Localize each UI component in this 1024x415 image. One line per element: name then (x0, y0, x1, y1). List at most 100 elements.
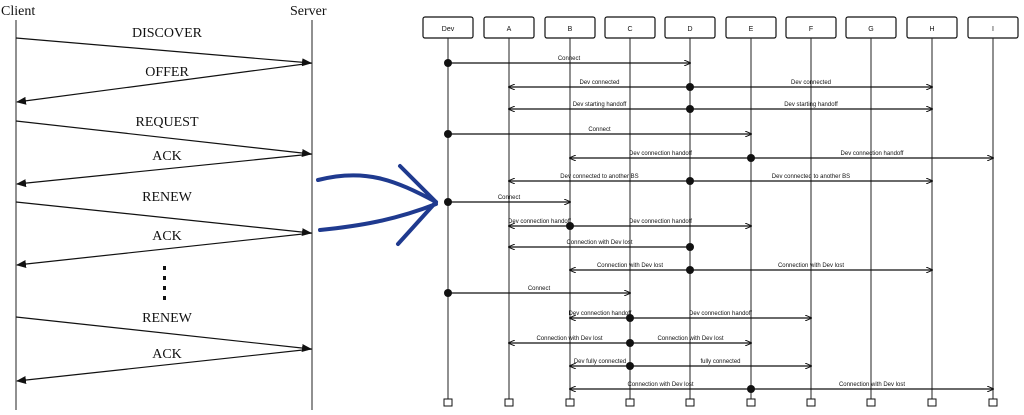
left-message-arrow (15, 201, 312, 237)
handoff-message-label: Dev starting handoff (573, 102, 627, 108)
left-message-label: ACK (152, 347, 182, 362)
handoff-message: Dev connection handoff (508, 219, 571, 226)
left-message: OFFER (16, 62, 313, 105)
participant-end-box (806, 398, 816, 407)
participant-label: I (992, 26, 994, 33)
handoff-message: Connection with Dev lost (509, 336, 630, 343)
activation-dot (566, 222, 574, 230)
participant-h: H (906, 16, 958, 407)
participant-end-box (685, 398, 695, 407)
handoff-message: Connection with Dev lost (751, 382, 993, 389)
handoff-message-label: Connect (498, 195, 521, 201)
handoff-message: Dev connected to another BS (690, 174, 932, 181)
handoff-message: Dev connection handoff (630, 311, 811, 318)
participant-end-box (866, 398, 876, 407)
activation-dot (686, 243, 694, 251)
participant-end-box (443, 398, 453, 407)
handoff-message: Connect (448, 195, 570, 202)
left-message-label: DISCOVER (132, 26, 203, 41)
handoff-message-label: Connect (558, 56, 581, 62)
client-server-sequence: Client Server DISCOVEROFFERREQUESTACKREN… (1, 4, 327, 410)
handoff-message-label: Connection with Dev lost (657, 336, 723, 342)
left-message: REQUEST (15, 115, 312, 157)
left-message-label: ACK (152, 149, 182, 164)
handoff-message: Dev connection handoff (570, 151, 751, 158)
participant-end-box (988, 398, 998, 407)
activation-dot (747, 154, 755, 162)
handoff-message-label: Connect (588, 127, 611, 133)
participant-label: A (507, 26, 512, 33)
handoff-message-label: Dev connection handoff (841, 151, 904, 157)
activation-dot (686, 177, 694, 185)
handoff-message-label: Connection with Dev lost (536, 336, 602, 342)
left-message: ACK (16, 229, 313, 269)
left-message: RENEW (15, 190, 312, 237)
participant-c: C (604, 16, 656, 407)
participant-end-box (625, 398, 635, 407)
left-message-arrow (16, 348, 313, 385)
participant-d: D (664, 16, 716, 407)
left-message: ACK (16, 347, 313, 385)
participant-g: G (845, 16, 897, 407)
handoff-message-label: Dev connected to another BS (560, 174, 638, 180)
participant-label: E (749, 26, 754, 33)
handoff-message-label: Connection with Dev lost (566, 240, 632, 246)
handoff-message-label: Dev connection handoff (508, 219, 571, 225)
participant-label: C (627, 26, 632, 33)
participant-label: D (687, 26, 692, 33)
handoff-message-label: Dev starting handoff (784, 102, 838, 108)
handoff-message: Dev connected to another BS (509, 174, 690, 181)
handoff-message-label: Connection with Dev lost (627, 382, 693, 388)
handoff-message-label: Dev connected (791, 80, 831, 86)
participant-end-box (927, 398, 937, 407)
handoff-message-label: Dev connected to another BS (772, 174, 850, 180)
participant-b: B (544, 16, 596, 407)
handoff-message: Connect (448, 286, 630, 293)
participant-dev: Dev (422, 16, 474, 407)
activation-dot (444, 59, 452, 67)
left-message-label: REQUEST (136, 115, 199, 130)
activation-dot (626, 314, 634, 322)
handoff-message-label: Dev connection handoff (629, 219, 692, 225)
left-message-arrow (16, 153, 313, 188)
transform-arrow (316, 164, 438, 246)
handoff-message: Dev connection handoff (570, 219, 751, 226)
handoff-message: fully connected (630, 359, 811, 366)
activation-dot (444, 289, 452, 297)
handoff-message: Connection with Dev lost (509, 240, 690, 247)
handoff-message: Connect (448, 56, 690, 63)
participant-e: E (725, 16, 777, 407)
handoff-message: Dev connected (690, 80, 932, 87)
participant-f: F (785, 16, 837, 407)
client-label: Client (1, 4, 35, 19)
left-message-arrow (15, 120, 312, 157)
handoff-message: Dev fully connected (570, 359, 630, 366)
handoff-message-label: Dev connected (579, 80, 619, 86)
left-message-label: RENEW (142, 311, 193, 326)
left-message-label: ACK (152, 229, 182, 244)
participant-end-box (565, 398, 575, 407)
participant-i: I (967, 16, 1019, 407)
handoff-message: Connection with Dev lost (570, 263, 690, 270)
activation-dot (444, 130, 452, 138)
activation-dot (747, 385, 755, 393)
ellipsis-dots (163, 266, 166, 300)
participant-label: G (868, 26, 873, 33)
left-message-arrow (15, 316, 312, 353)
participant-label: B (568, 26, 573, 33)
activation-dot (626, 339, 634, 347)
handoff-message: Dev connected (509, 80, 690, 87)
left-message: RENEW (15, 311, 312, 353)
participant-label: H (929, 26, 934, 33)
participant-end-box (504, 398, 514, 407)
server-label: Server (290, 4, 327, 19)
handoff-message-label: Connect (528, 286, 551, 292)
activation-dot (686, 83, 694, 91)
handoff-message-label: fully connected (700, 359, 740, 365)
handoff-message-label: Connection with Dev lost (839, 382, 905, 388)
handoff-message: Connection with Dev lost (570, 382, 751, 389)
handoff-message-label: Connection with Dev lost (597, 263, 663, 269)
